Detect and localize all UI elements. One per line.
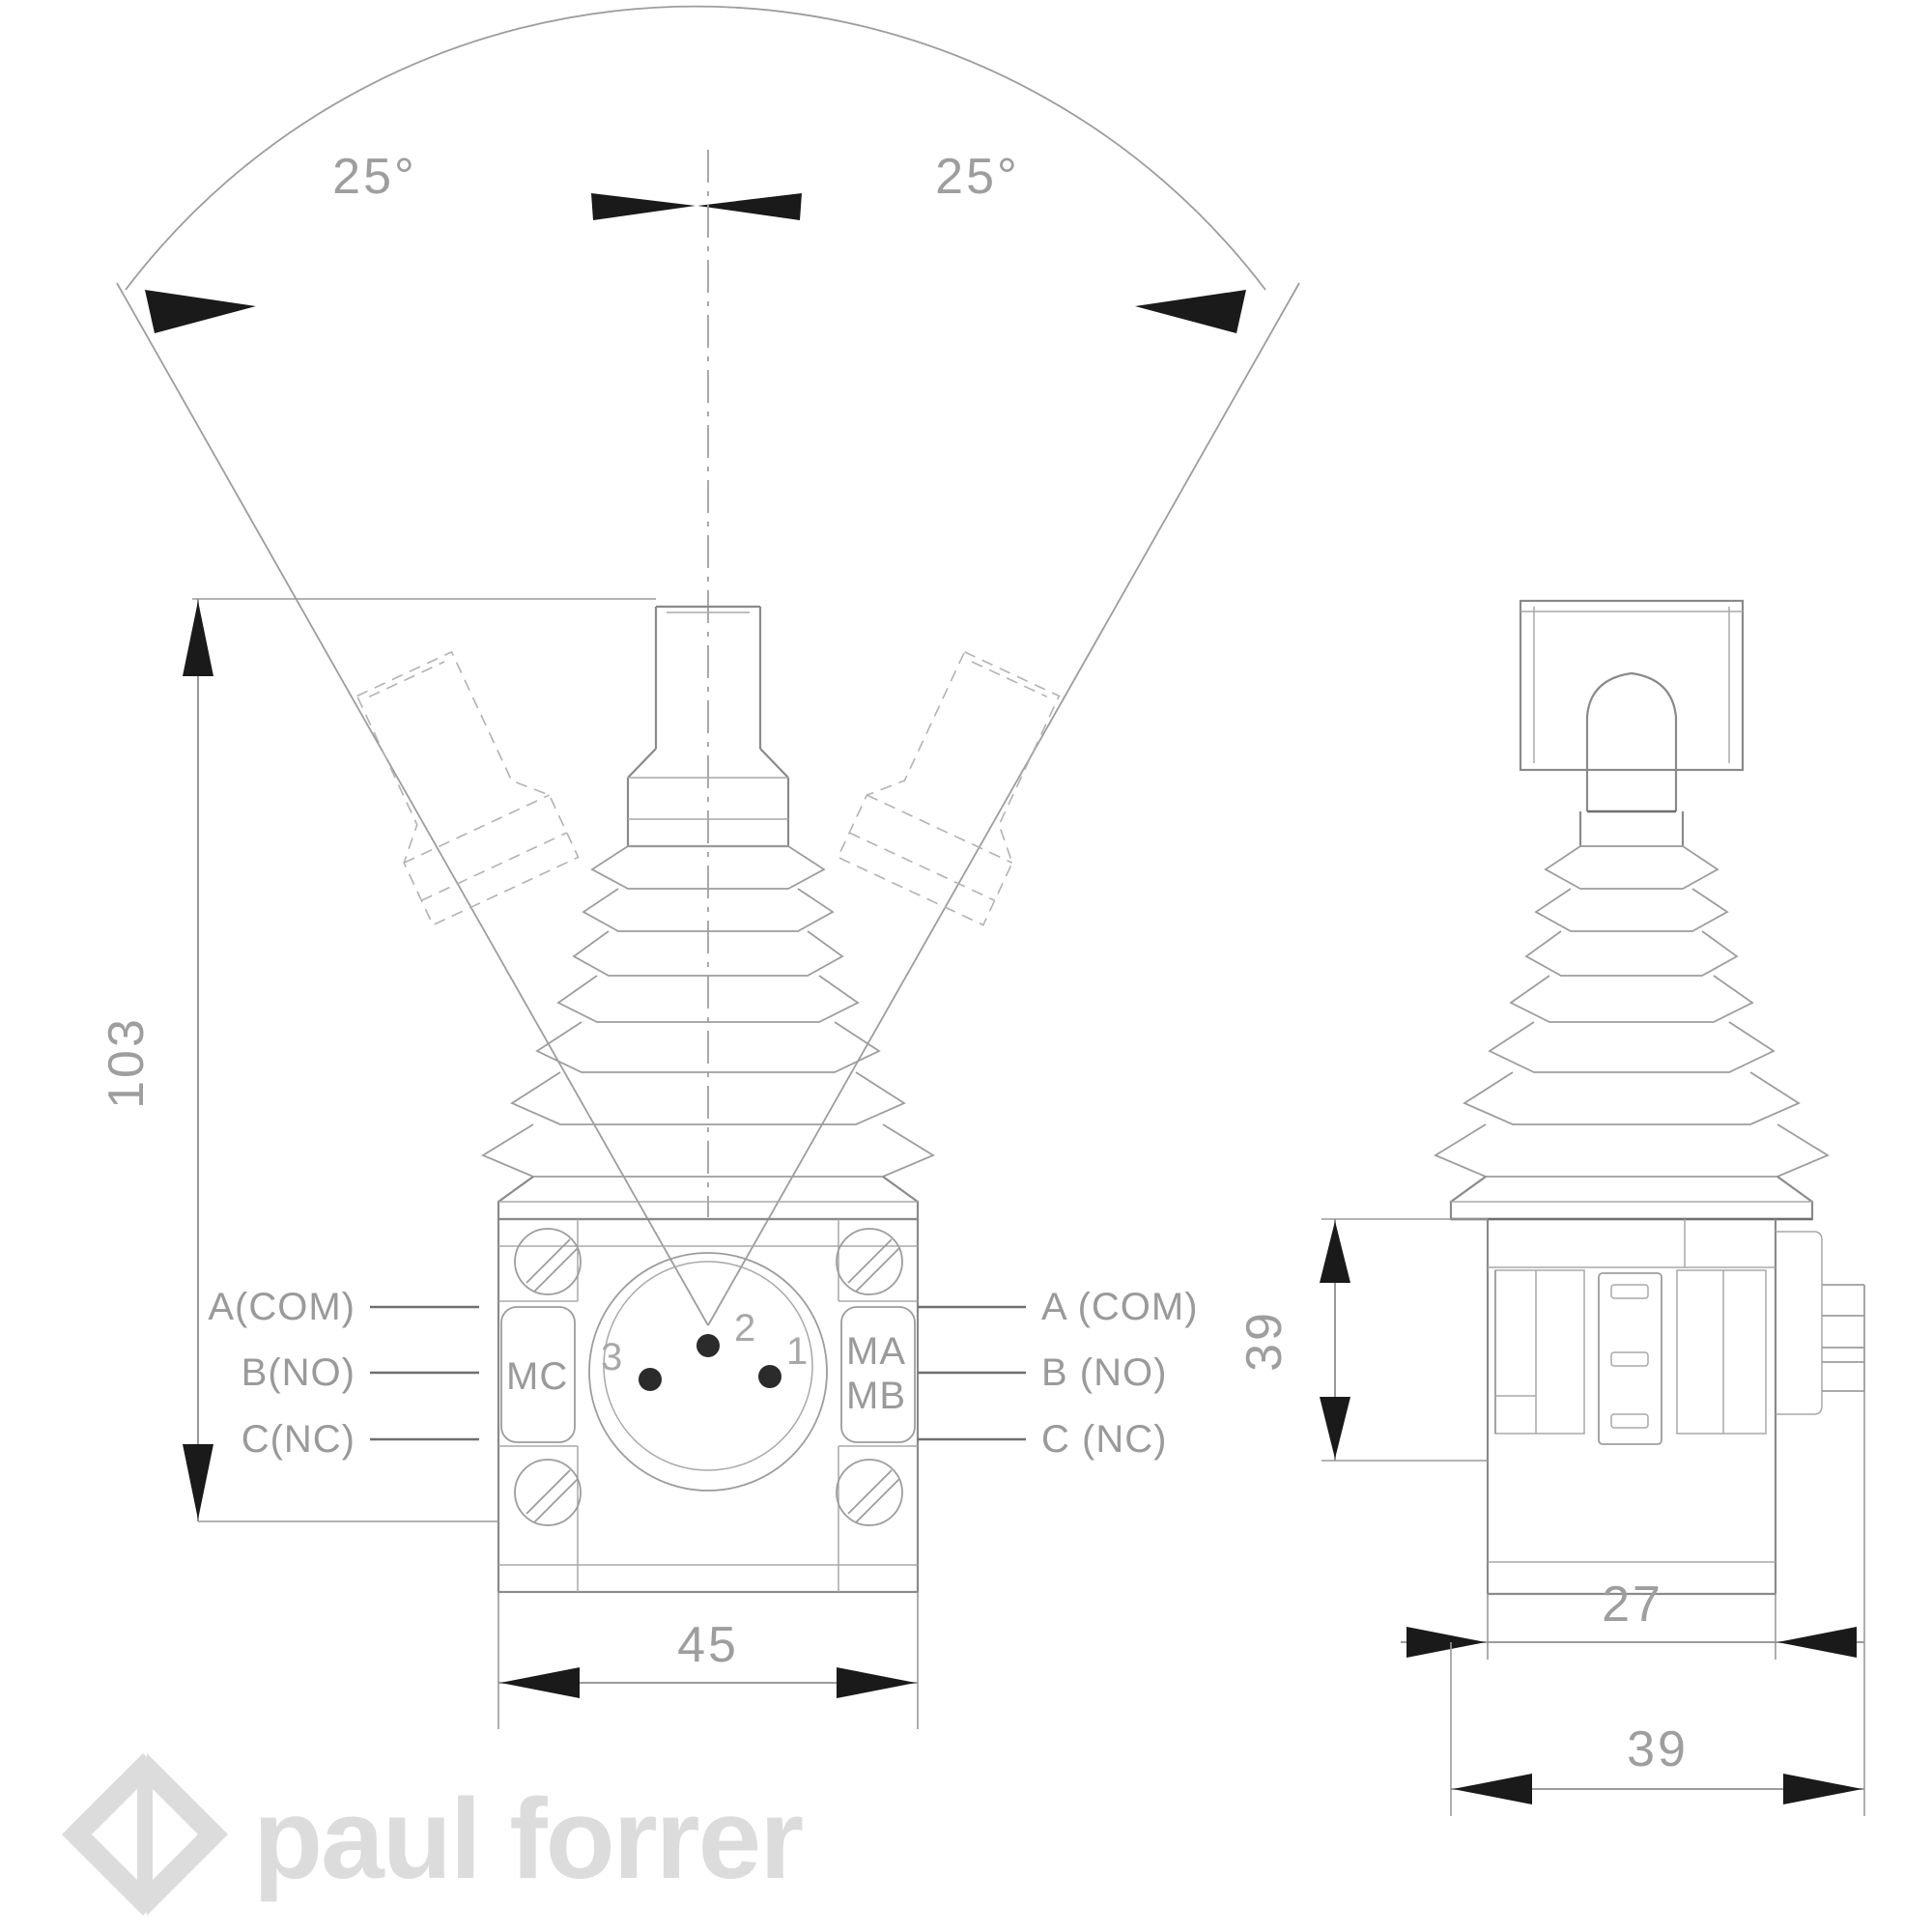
terminal-right-label-b: B (NO)	[1041, 1351, 1167, 1394]
side-height-dim-label: 39	[1236, 1310, 1293, 1372]
corner-screw-top-left	[514, 1228, 582, 1295]
side-knob-outline	[1519, 599, 1745, 772]
side-height-arrow-top	[1320, 1221, 1350, 1283]
pin-dot-3	[639, 1368, 662, 1391]
rubber-boot-bellows	[481, 845, 935, 1221]
module-box-right	[840, 1306, 916, 1443]
side-module-left	[1494, 1269, 1585, 1435]
side-lever-dome	[1578, 671, 1685, 847]
terminal-right-label-a: A (COM)	[1041, 1286, 1199, 1328]
lever-phantom-right	[837, 650, 1061, 926]
housing-outline	[497, 1217, 920, 1594]
corner-screw-bottom-right	[836, 1459, 903, 1526]
housing-body: 2 1 3 MC MA MB	[497, 1217, 920, 1594]
terminal-left-label-c: C(NC)	[242, 1418, 355, 1461]
side-width-dim-label: 39	[1627, 1721, 1689, 1777]
height-dimension-103: 103	[99, 599, 498, 1522]
logo-text: paul forrer	[253, 1776, 803, 1903]
height-dim-label: 103	[99, 1016, 155, 1109]
depth-dim-label: 27	[1602, 1577, 1663, 1633]
width-dimension-45: 45	[497, 1592, 919, 1729]
lever-shaft	[192, 598, 762, 749]
side-width-dimension-39: 39	[1450, 1391, 1865, 1816]
front-view: 2 1 3 MC MA MB A(COM) B(NO) C(NC) A (COM…	[99, 150, 1199, 1729]
center-boss-outer	[588, 1252, 828, 1492]
pin-label-2: 2	[734, 1307, 755, 1350]
terminals-left: A(COM) B(NO) C(NC)	[208, 1286, 479, 1461]
center-boss-inner	[603, 1261, 813, 1471]
pin-dot-2	[696, 1334, 720, 1357]
angle-ray-right	[707, 282, 1300, 1326]
module-label-right-top: MA	[846, 1330, 906, 1373]
angle-arrow-center-left	[591, 193, 696, 220]
side-terminal-strip	[1598, 1272, 1662, 1445]
corner-screw-top-right	[836, 1228, 903, 1295]
side-depth-dimension-27: 27	[1401, 1577, 1864, 1660]
pin-dot-1	[758, 1365, 781, 1388]
terminal-right-label-c: C (NC)	[1041, 1418, 1167, 1461]
side-view: 39 27 39	[1236, 599, 1865, 1816]
brand-logo: paul forrer	[62, 1753, 805, 1916]
diamond-logo-icon	[62, 1753, 228, 1916]
pin-label-1: 1	[786, 1330, 808, 1373]
width-dim-label: 45	[677, 1617, 739, 1673]
side-terminal-slot-2	[1610, 1351, 1649, 1367]
side-housing-body	[1451, 1217, 1865, 1596]
side-lever-top	[1519, 599, 1745, 772]
height-dim-arrow-bottom	[183, 1444, 213, 1520]
terminals-right: A (COM) B (NO) C (NC)	[918, 1286, 1199, 1461]
depth-arrow-left	[1406, 1627, 1486, 1658]
side-height-arrow-bottom	[1320, 1397, 1350, 1459]
lever-phantom-left	[355, 650, 580, 926]
angle-left-label: 25°	[332, 149, 417, 205]
module-label-right-bottom: MB	[846, 1375, 906, 1417]
side-rubber-boot-bellows	[1434, 845, 1830, 1221]
module-label-left: MC	[506, 1355, 568, 1398]
height-dim-arrow-top	[183, 601, 213, 676]
terminal-left-label-b: B(NO)	[242, 1351, 355, 1394]
side-width-arrow-right	[1783, 1774, 1862, 1804]
angle-right-label: 25°	[935, 149, 1020, 205]
angle-arrow-right	[1135, 290, 1246, 333]
side-connector-block	[1776, 1231, 1823, 1415]
angle-arrow-left	[145, 290, 256, 333]
side-width-arrow-left	[1453, 1774, 1532, 1804]
angle-arc	[125, 5, 1266, 291]
side-terminal-slot-3	[1610, 1413, 1649, 1429]
angle-arrow-center-right	[697, 193, 802, 220]
angle-dimension-group: 25° 25°	[116, 5, 1300, 1326]
side-terminal-slot-1	[1610, 1284, 1649, 1299]
side-dome-curve	[1585, 671, 1678, 770]
depth-arrow-right	[1777, 1627, 1857, 1658]
pin-label-3: 3	[601, 1336, 622, 1378]
corner-screw-bottom-left	[514, 1459, 582, 1526]
width-dim-arrow-right	[837, 1667, 916, 1698]
module-box-left	[500, 1306, 576, 1443]
side-height-dimension-39: 39	[1236, 1218, 1488, 1462]
terminal-left-label-a: A(COM)	[208, 1286, 355, 1328]
width-dim-arrow-left	[500, 1667, 580, 1698]
angle-ray-left	[116, 282, 709, 1326]
side-module-right	[1676, 1269, 1767, 1435]
